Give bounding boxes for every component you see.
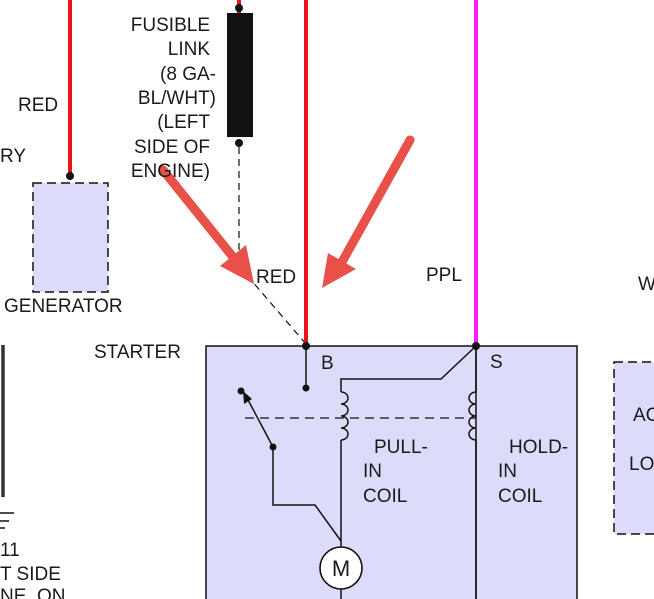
switch-blade xyxy=(246,397,274,448)
fusible-link-line-1: FUSIBLE xyxy=(131,15,210,36)
fusible-link-line-6: SIDE OF xyxy=(134,137,210,158)
bottom-left-fragment-1: 11 xyxy=(0,540,20,561)
fusible-link-line-4: BL/WHT) xyxy=(138,88,216,109)
pull-in-coil-winding xyxy=(340,391,349,441)
terminal-b-label: B xyxy=(321,353,334,374)
hold-in-line-2: IN xyxy=(498,461,517,482)
pull-in-line-1: PULL- xyxy=(374,437,428,458)
red-wire-label-center: RED xyxy=(256,267,296,288)
fusible-link-line-2: LINK xyxy=(168,39,211,60)
switch-blade-arrowhead xyxy=(243,391,252,404)
motor-label: M xyxy=(332,556,350,581)
fusible-link-label: FUSIBLE LINK (8 GA- BL/WHT) (LEFT SIDE O… xyxy=(131,15,216,182)
right-box-fragment-2: LO xyxy=(629,454,654,475)
hold-in-line-1: HOLD- xyxy=(509,437,568,458)
annotation-arrow-right xyxy=(322,135,415,288)
b-contact-dot xyxy=(302,384,310,392)
fusible-link-body xyxy=(227,13,253,137)
s-to-pull-in-lead xyxy=(340,345,477,392)
pull-in-line-3: COIL xyxy=(363,486,407,507)
starter-label: STARTER xyxy=(94,342,181,363)
fusible-link-top-dot xyxy=(235,4,243,12)
battery-label-fragment: RY xyxy=(0,146,26,167)
fusible-link-bottom-dot xyxy=(235,139,243,147)
fusible-link-line-5: (LEFT xyxy=(157,112,210,133)
switch-contact-upper xyxy=(237,387,245,395)
generator-box xyxy=(32,182,109,293)
bottom-left-fragment-3: NE, ON xyxy=(0,586,65,599)
ppl-wire-label: PPL xyxy=(426,265,462,286)
right-component-box xyxy=(613,361,654,535)
hold-in-coil-label: HOLD- IN COIL xyxy=(498,437,568,507)
fusible-link-line-3: (8 GA- xyxy=(160,64,216,85)
red-wire-label-left: RED xyxy=(18,95,58,116)
switch-to-motor-lead xyxy=(272,447,342,542)
generator-label: GENERATOR xyxy=(4,296,123,317)
right-box-fragment-1: AC xyxy=(633,405,654,426)
hold-in-coil-winding xyxy=(468,391,477,441)
annotation-arrow-left xyxy=(158,165,254,284)
terminal-s-label: S xyxy=(490,352,503,373)
bottom-left-fragment-2: T SIDE xyxy=(0,564,61,585)
pull-in-line-2: IN xyxy=(363,461,382,482)
right-label-fragment: W xyxy=(638,274,654,295)
generator-terminal-dot xyxy=(66,172,74,180)
starter-housing xyxy=(205,345,578,599)
pull-in-coil-label: PULL- IN COIL xyxy=(363,437,428,507)
fusible-link-line-7: ENGINE) xyxy=(131,161,210,182)
hold-in-line-3: COIL xyxy=(498,486,542,507)
